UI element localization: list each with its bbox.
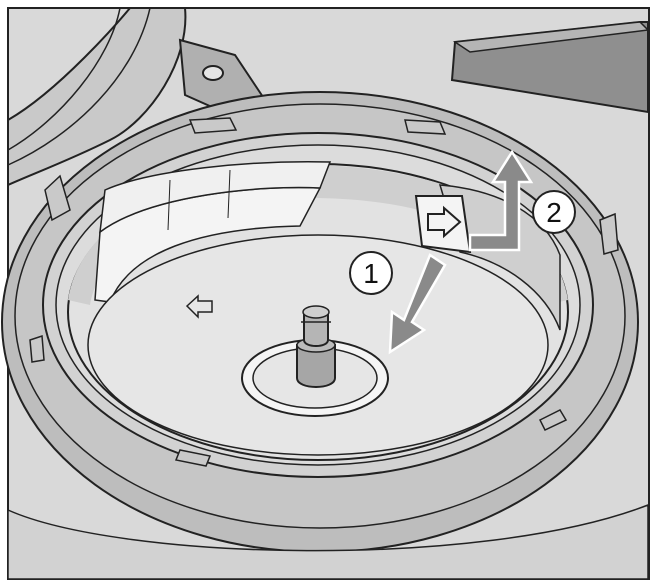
base-ridge xyxy=(7,503,649,580)
arrow-step-1 xyxy=(388,253,447,355)
ring-clips xyxy=(29,117,619,467)
arrow-step-2 xyxy=(468,149,534,252)
callout-step-2-number: 2 xyxy=(546,197,562,228)
hinge-hole xyxy=(202,65,224,81)
callout-step-2: 2 xyxy=(532,190,576,234)
callout-step-1-number: 1 xyxy=(363,258,379,289)
valve-stem xyxy=(296,305,336,388)
paper-strip xyxy=(438,184,561,331)
pull-tab xyxy=(414,195,472,254)
callout-step-1: 1 xyxy=(349,251,393,295)
arrow-symbol-icon xyxy=(185,294,213,319)
pull-tab-arrow-icon xyxy=(427,205,462,239)
